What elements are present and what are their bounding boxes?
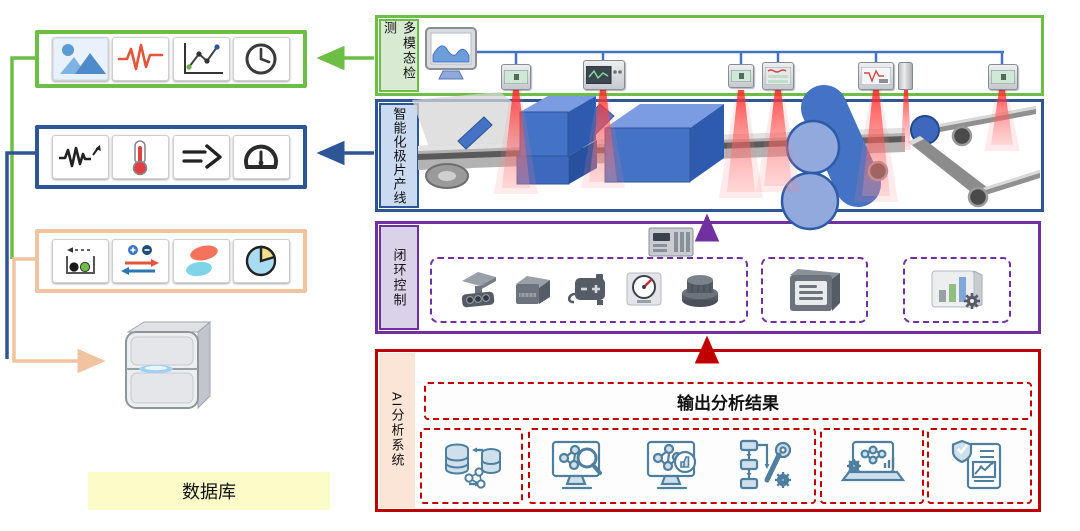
pie-chart-icon bbox=[232, 239, 290, 283]
sensor-icon bbox=[728, 64, 754, 88]
ai-models-box bbox=[528, 428, 816, 504]
band-label-detection: 多模态检测 bbox=[382, 21, 416, 81]
hmi-display-icon bbox=[784, 265, 846, 315]
monitor-chart-icon bbox=[424, 26, 478, 84]
controller-box-icon bbox=[509, 267, 555, 313]
cluster-blobs-icon bbox=[172, 239, 230, 283]
band-production-line: 智能化极片产线 bbox=[375, 99, 1044, 212]
flow-arrows-icon bbox=[172, 135, 230, 179]
sensor-icon bbox=[988, 64, 1018, 90]
sensor-stripes-icon bbox=[762, 62, 794, 90]
database-sync-icon bbox=[439, 437, 505, 495]
process-data-box bbox=[35, 229, 307, 293]
band-label-strip: 多模态检测 bbox=[379, 19, 419, 92]
band-label-control: 闭环控制 bbox=[391, 247, 407, 308]
database-label: 数据库 bbox=[182, 482, 236, 502]
database-cabinet-icon bbox=[116, 316, 222, 414]
thermometer-icon bbox=[112, 135, 170, 179]
band-label-strip: 闭环控制 bbox=[379, 225, 419, 330]
report-shield-check-icon bbox=[948, 436, 1012, 496]
pulse-waveform-icon bbox=[112, 37, 170, 81]
vibration-icon bbox=[52, 135, 109, 179]
band-label-ai: AI分析系统 bbox=[389, 392, 405, 469]
ai-output-box: 输出分析结果 bbox=[424, 382, 1032, 420]
band-label-strip: 智能化极片产线 bbox=[379, 103, 419, 208]
data-sync-box bbox=[420, 428, 523, 504]
control-knob-icon bbox=[676, 267, 724, 313]
monitor-network-approve-icon bbox=[640, 436, 706, 496]
band-multimodal-detection: 多模态检测 bbox=[375, 15, 1044, 96]
speedometer-icon bbox=[232, 135, 290, 179]
visual-data-box bbox=[35, 30, 307, 88]
image-icon bbox=[52, 37, 109, 81]
sensor-cylinder-icon bbox=[898, 62, 913, 90]
gauge-meter-icon bbox=[622, 267, 668, 313]
ai-report-box bbox=[927, 428, 1032, 504]
actuator-group-box bbox=[430, 257, 748, 323]
flowchart-tools-icon bbox=[735, 436, 799, 496]
analytics-group-box bbox=[903, 257, 1011, 323]
hmi-group-box bbox=[761, 257, 868, 323]
ai-output-label: 输出分析结果 bbox=[677, 393, 779, 413]
sensor-pulse-icon bbox=[858, 62, 894, 90]
green-connector-line bbox=[10, 56, 35, 259]
database-label-box: 数据库 bbox=[88, 472, 330, 510]
plus-minus-swap-icon bbox=[112, 239, 170, 283]
blue-connector-line bbox=[5, 151, 35, 359]
power-supply-icon bbox=[563, 267, 613, 313]
clock-icon bbox=[232, 37, 290, 81]
band-label-production: 智能化极片产线 bbox=[391, 106, 407, 205]
sensor-display-icon bbox=[583, 60, 625, 90]
monitor-network-search-icon bbox=[545, 436, 611, 496]
signal-data-box bbox=[35, 125, 307, 189]
plc-icon bbox=[648, 226, 694, 258]
sensor-icon bbox=[501, 64, 531, 90]
ai-compute-box bbox=[820, 428, 924, 504]
band-label-strip: AI分析系统 bbox=[379, 353, 415, 508]
laptop-ai-gears-icon bbox=[837, 436, 907, 496]
chart-gear-board-icon bbox=[926, 265, 988, 315]
press-machine-icon bbox=[454, 267, 500, 313]
trend-chart-icon bbox=[172, 37, 230, 81]
sampling-dots-icon bbox=[52, 239, 109, 283]
